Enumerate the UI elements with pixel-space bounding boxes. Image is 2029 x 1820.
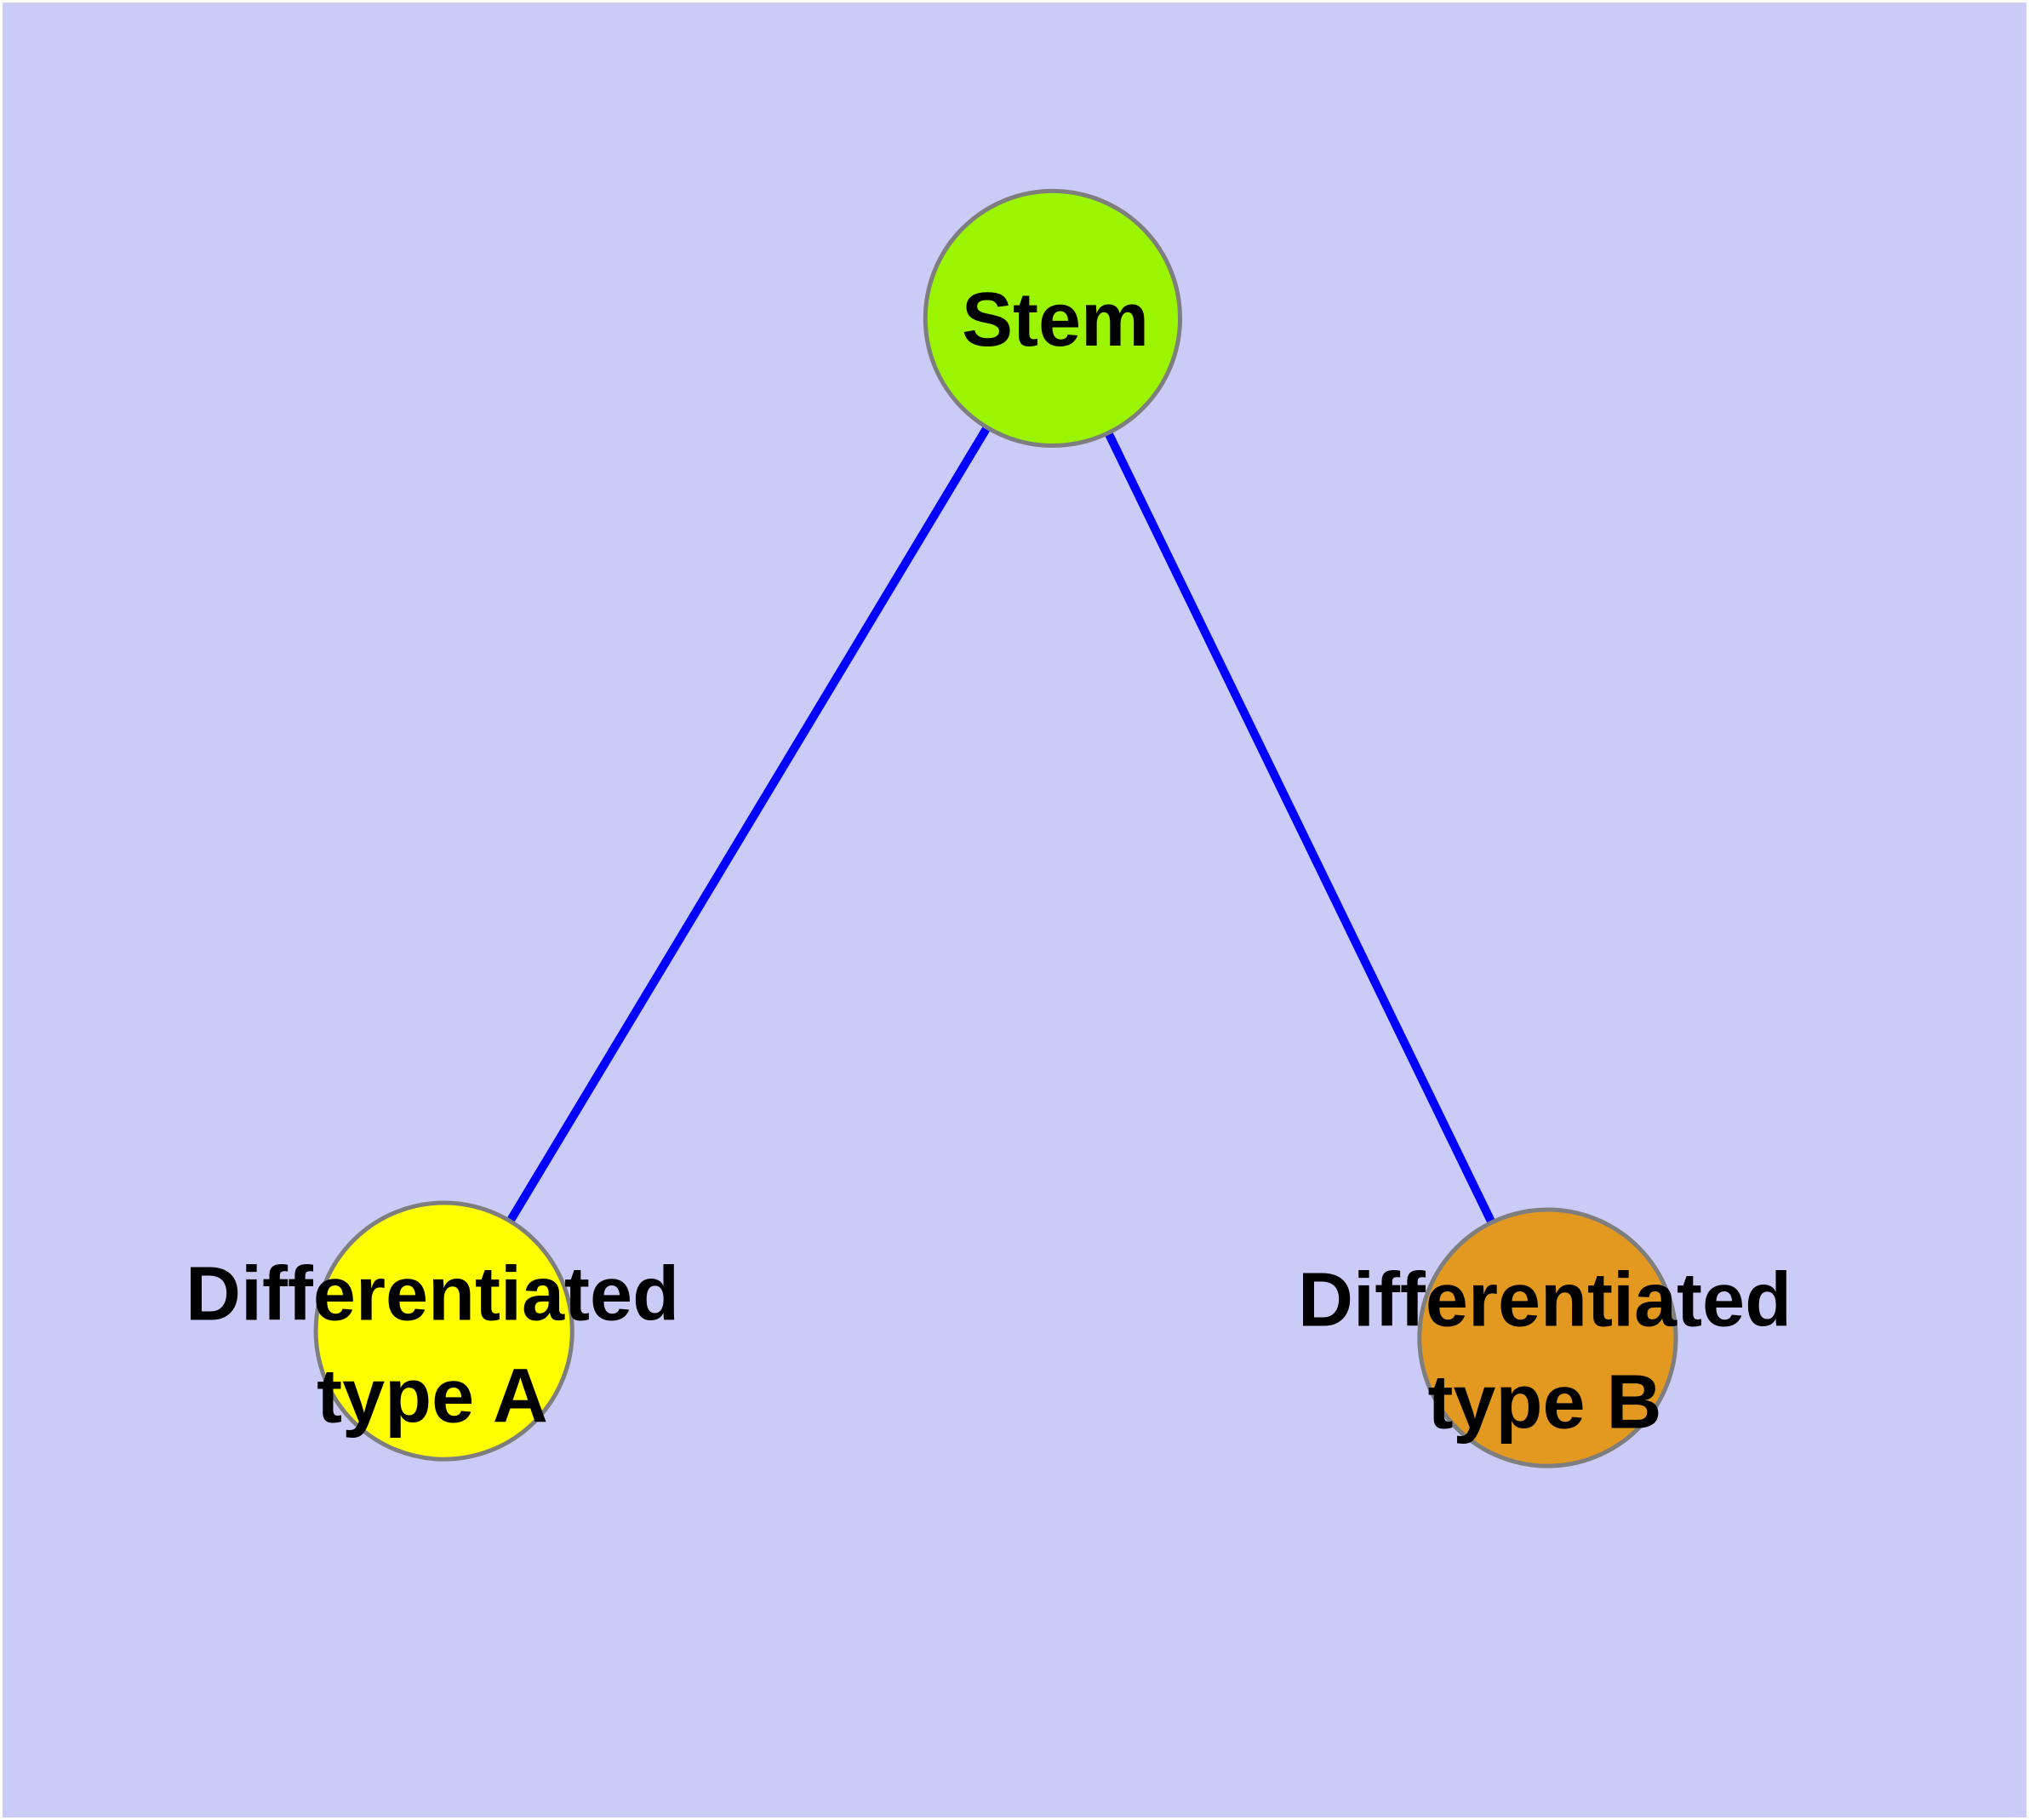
node-stem-circle bbox=[923, 188, 1183, 449]
node-type-b-circle bbox=[1417, 1207, 1678, 1468]
edge-stem-to-type-a bbox=[440, 316, 1057, 1334]
edge-stem-to-type-b bbox=[1049, 316, 1552, 1340]
graph-svg bbox=[3, 3, 2026, 1817]
node-type-a-circle bbox=[313, 1200, 574, 1462]
